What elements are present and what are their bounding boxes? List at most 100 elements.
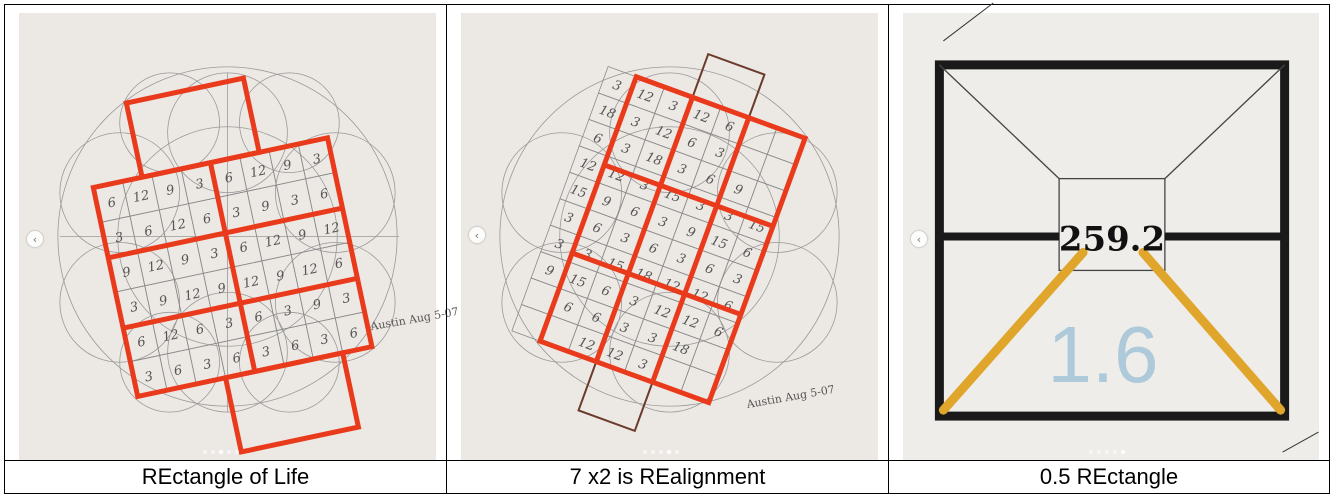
grid-number: 3	[143, 369, 154, 385]
grid-number: 9	[312, 297, 323, 313]
grid-number: 12	[146, 258, 165, 276]
grid-number: 6	[223, 170, 234, 186]
grid-number: 6	[685, 135, 698, 152]
caption-1: REctangle of Life	[4, 460, 446, 494]
grid-number: 12	[576, 335, 597, 355]
grid-number: 12	[183, 286, 202, 304]
grid-number: 3	[224, 316, 235, 332]
grid-number: 12	[652, 302, 673, 322]
panel-rectangle-of-life: 6 12 9 3 6 12 9 3 3 6 12 6 3 9 3 6 9 12 9 3 6 12 9 12 3 9 12 9 12 9 12…	[4, 4, 460, 460]
grid-number: 12	[578, 156, 599, 176]
grid-number: 3	[209, 246, 220, 262]
grid-number: 3	[627, 294, 640, 311]
panel-half-rectangle: 259.2 1.6 ‹	[888, 2, 1330, 460]
prev-arrow-icon[interactable]: ‹	[27, 231, 43, 247]
grid-number: 6	[628, 204, 641, 221]
grid-number: 3	[610, 78, 623, 95]
grid-number: 12	[300, 261, 319, 279]
grid-number: 6	[590, 220, 603, 237]
grid-number: 6	[238, 240, 249, 256]
grid-number: 6	[704, 172, 717, 189]
grid-number: 6	[599, 283, 612, 300]
photo-half-rectangle: 259.2 1.6	[903, 2, 1319, 460]
grid-number: 6	[231, 351, 242, 367]
prev-arrow-icon[interactable]: ‹	[469, 227, 485, 243]
grid-number: 3	[656, 214, 669, 231]
grid-number: 6	[348, 326, 359, 342]
grid-number: 9	[260, 199, 271, 215]
grid-number: 3	[319, 332, 330, 348]
photo-rectangle-of-life: 6 12 9 3 6 12 9 3 3 6 12 6 3 9 3 6 9 12 9 3 6 12 9 12 3 9 12 9 12 9 12…	[19, 13, 460, 460]
grid-number: 12	[653, 123, 674, 143]
grid-number: 3	[676, 161, 689, 178]
grid-number: 6	[590, 310, 603, 327]
grid-number: 3	[231, 205, 242, 221]
ratio-label: 1.6	[1048, 310, 1159, 399]
grid-number: 6	[703, 261, 716, 278]
grid-number: 3	[618, 320, 631, 337]
grid-number: 3	[675, 251, 688, 268]
grid-number: 3	[731, 271, 744, 288]
grid-number: 12	[635, 87, 656, 107]
grid-number: 9	[216, 281, 227, 297]
carousel-dots	[1089, 450, 1125, 454]
grid-number: 18	[597, 103, 618, 123]
grid-number: 3	[646, 330, 659, 347]
grid-number: 6	[562, 300, 575, 317]
grid-number: 3	[341, 291, 352, 307]
grid-number: 18	[670, 339, 691, 359]
grid-number: 12	[161, 327, 180, 345]
grid-number: 6	[319, 186, 330, 202]
drawing-realignment: 3123126183126363183691212315331515963915…	[499, 52, 840, 433]
grid-number: 6	[173, 363, 184, 379]
grid-number: 3	[202, 357, 213, 373]
grid-number: 3	[667, 98, 680, 115]
caption-3: 0.5 REctangle	[888, 460, 1330, 494]
grid-number: 3	[311, 152, 322, 168]
grid-number: 6	[723, 119, 736, 136]
grid-number: 3	[129, 300, 140, 316]
grid-number: 9	[732, 182, 745, 199]
grid-number: 15	[568, 182, 589, 202]
grid-number: 9	[297, 227, 308, 243]
value-label: 259.2	[1059, 218, 1165, 258]
grid-number: 3	[282, 303, 293, 319]
grid-number: 3	[194, 176, 205, 192]
grid-number: 9	[600, 194, 613, 211]
grid-number: 3	[619, 141, 632, 158]
signature: Austin Aug 5-07	[745, 383, 836, 411]
p1-number-grid: 6 12 9 3 6 12 9 3 3 6 12 6 3 9 3 6 9 12 9 3 6 12 9 12 3 9 12 9 12 9 12…	[92, 137, 373, 397]
drawing-half-rectangle: 259.2 1.6	[934, 2, 1319, 453]
grid-number: 9	[165, 183, 176, 199]
grid-number: 3	[562, 210, 575, 227]
grid-number: 3	[636, 357, 649, 374]
prev-arrow-icon[interactable]: ‹	[911, 231, 927, 247]
grid-number: 6	[143, 224, 154, 240]
caption-2: 7 x2 is REalignment	[446, 460, 888, 494]
grid-number: 12	[242, 274, 261, 292]
grid-number: 12	[168, 217, 187, 235]
p2-number-grid: 3123126183126363183691212315331515963915…	[511, 66, 806, 404]
grid-number: 6	[194, 322, 205, 338]
grid-number: 6	[202, 211, 213, 227]
grid-number: 6	[290, 338, 301, 354]
grid-number: 12	[249, 163, 268, 181]
grid-number: 9	[282, 158, 293, 174]
grid-number: 12	[604, 345, 625, 365]
grid-number: 6	[741, 245, 754, 262]
carousel-dots	[643, 450, 679, 454]
grid-number: 6	[647, 241, 660, 258]
grid-number: 12	[132, 188, 151, 206]
grid-number: 3	[114, 230, 125, 246]
grid-number: 6	[253, 309, 264, 325]
grid-number: 15	[709, 233, 730, 253]
grid-number: 3	[553, 236, 566, 253]
grid-number: 9	[121, 265, 132, 281]
grid-number: 12	[322, 220, 341, 238]
grid-number: 6	[136, 334, 147, 350]
grid-number: 6	[591, 131, 604, 148]
grid-number: 9	[275, 268, 286, 284]
grid-number: 9	[180, 252, 191, 268]
